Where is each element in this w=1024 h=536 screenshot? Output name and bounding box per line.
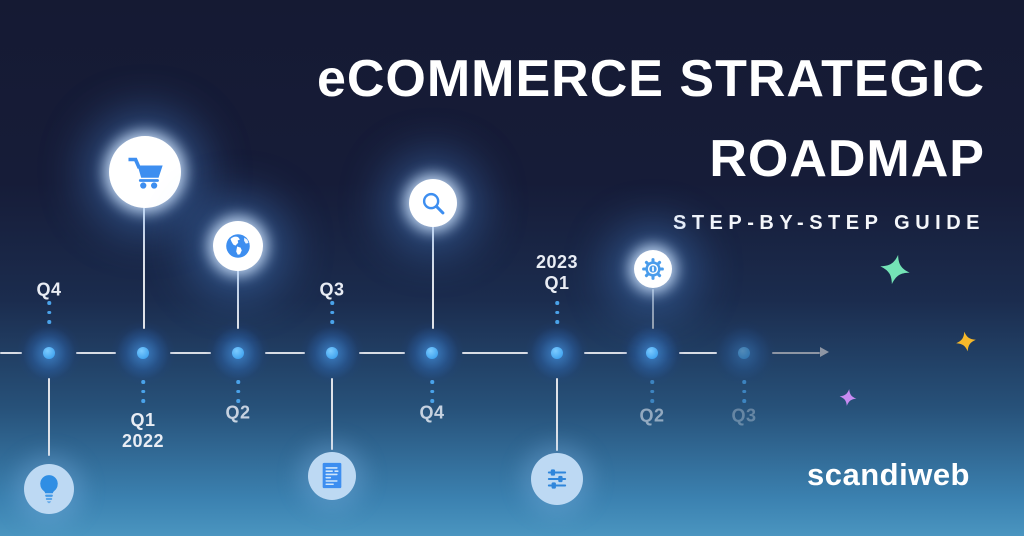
quarter-label-q4-2022: Q4 [419,402,445,423]
timeline-segment [0,352,22,354]
dotted-connector [236,380,240,403]
brand-logo: scandiweb [807,457,970,492]
timeline-node-1 [17,321,81,385]
dotted-connector [650,380,654,403]
quarter-label-q3-2023: Q3 [731,405,757,426]
timeline-node-5 [400,321,464,385]
title-block: eCOMMERCE STRATEGIC ROADMAP STEP-BY-STEP… [317,40,985,235]
page-subtitle: STEP-BY-STEP GUIDE [672,212,985,234]
timeline-segment [462,352,528,354]
dotted-connector [555,301,559,324]
arrow-right-icon [820,347,829,357]
lightbulb-bubble [24,464,74,514]
page-title-line2: ROADMAP [709,130,985,188]
timeline-segment [265,352,305,354]
timeline-segment [359,352,405,354]
timeline-node-2 [111,321,175,385]
quarter-label-q3-2022: Q3 [319,279,345,300]
connector-line [432,225,434,329]
gear-bubble [634,250,672,288]
purple-star-icon [839,389,857,411]
dotted-connector [47,301,51,324]
timeline-segment [76,352,116,354]
connector-line [48,378,50,456]
document-icon [322,462,342,489]
dotted-connector [330,301,334,324]
timeline-node-4 [300,321,364,385]
quarter-label-q1-2022: Q1 2022 [121,410,165,451]
gear-icon [642,258,664,280]
connector-line [143,207,145,329]
globe-bubble [213,221,263,271]
shopping-cart-icon [128,157,163,189]
magnifier-icon [422,192,445,215]
page-title-line1: eCOMMERCE STRATEGIC [316,50,985,108]
dotted-connector [742,380,746,403]
connector-line [556,378,558,451]
timeline-node-8 [712,321,776,385]
quarter-label-q2-2022: Q2 [225,402,251,423]
connector-line [237,269,239,329]
connector-line [652,289,654,329]
globe-icon [226,234,250,258]
timeline-segment [679,352,717,354]
timeline-node-7 [620,321,684,385]
timeline-arrow-shaft [772,352,820,354]
dotted-connector [141,380,145,403]
quarter-label-q4-2021: Q4 [36,279,62,300]
dotted-connector [430,380,434,403]
timeline-segment [170,352,211,354]
lightbulb-icon [40,475,58,504]
timeline-node-3 [206,321,270,385]
sliders-icon [547,469,567,489]
magnifier-bubble [409,179,457,227]
document-bubble [308,452,356,500]
timeline-segment [584,352,627,354]
quarter-label-q1-2023: 2023 Q1 [535,252,579,293]
sliders-bubble [531,453,583,505]
teal-star-icon [880,254,910,290]
quarter-label-q2-2023: Q2 [639,405,665,426]
yellow-star-icon [956,331,976,357]
shopping-cart-bubble [109,136,181,208]
connector-line [331,378,333,450]
timeline-node-6 [525,321,589,385]
